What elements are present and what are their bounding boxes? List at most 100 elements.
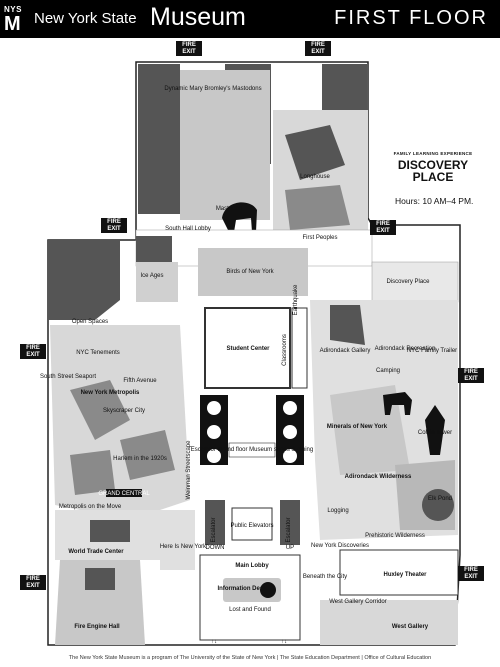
label-elk-pond: Elk Pond bbox=[428, 496, 452, 502]
label-student-center: Student Center bbox=[226, 346, 270, 352]
label-escalator-right: Escalator bbox=[286, 517, 292, 542]
label-mastodon: Mastodon bbox=[216, 206, 242, 212]
label-huxley: Huxley Theater bbox=[383, 572, 427, 578]
birds-gallery bbox=[198, 248, 308, 296]
wtc-dark bbox=[90, 520, 130, 542]
discovery-tagline: FAMILY LEARNING EXPERIENCE bbox=[393, 151, 473, 156]
label-here-is-ny: Here Is New York bbox=[160, 544, 207, 550]
label-harlem: Harlem in the 1920s bbox=[113, 456, 167, 462]
label-skyscraper-city: Skyscraper City bbox=[103, 408, 145, 414]
label-beneath-city: Beneath the City bbox=[303, 574, 347, 580]
student-center-room bbox=[204, 307, 291, 389]
metropolis-blocks bbox=[70, 380, 175, 495]
west-dark-block bbox=[48, 240, 120, 320]
escalator-right bbox=[280, 500, 300, 545]
logo-m: M bbox=[4, 13, 21, 35]
label-birds: Birds of New York bbox=[226, 269, 274, 275]
title-part2: Museum bbox=[150, 3, 246, 31]
elk-pond-circle bbox=[422, 489, 454, 521]
stairs-icon-left: ↑↓ bbox=[211, 639, 217, 645]
logo-nys: NYS bbox=[4, 5, 22, 14]
label-dynamic-mastodon: Dynamic Mary Bromley's Mastodons bbox=[164, 86, 261, 92]
label-longhouse: Longhouse bbox=[300, 174, 330, 180]
accessible-icon-left bbox=[207, 401, 221, 415]
label-nyc-tenements: NYC Tenements bbox=[76, 350, 120, 356]
label-adirondack-gallery: Adirondack Gallery bbox=[320, 348, 371, 354]
fire-exit-west: FIRE EXIT bbox=[20, 344, 46, 359]
fire-exit-mid-left: FIRE EXIT bbox=[101, 218, 127, 233]
label-ice-ages: Ice Ages bbox=[140, 273, 163, 279]
fire-exit-southwest: FIRE EXIT bbox=[20, 575, 46, 590]
label-family-trailer: NYC Family Trailer bbox=[407, 348, 457, 354]
ice-ages-room bbox=[136, 262, 178, 302]
label-info-desk: Information Desk bbox=[217, 586, 267, 592]
moose-figure bbox=[383, 392, 412, 415]
dark-room-west bbox=[136, 236, 172, 262]
grand-central-sign bbox=[106, 489, 142, 497]
label-prehistoric: Prehistoric Wilderness bbox=[365, 533, 425, 539]
label-up: UP bbox=[286, 545, 294, 551]
discovery-place-room bbox=[371, 261, 459, 303]
label-main-lobby: Main Lobby bbox=[235, 563, 269, 569]
label-adirondack-recreation: Adirondack Recreation bbox=[375, 346, 436, 352]
discovery-title-line1: DISCOVERY bbox=[397, 158, 469, 172]
west-gallery-room bbox=[320, 600, 458, 645]
family-restroom-icon-right bbox=[283, 449, 297, 463]
label-logging: Logging bbox=[327, 508, 348, 514]
floor-map: Dynamic Mary Bromley's Mastodons Longhou… bbox=[40, 61, 461, 646]
fire-engine-vehicle bbox=[85, 568, 115, 590]
label-adirondack-wilderness: Adirondack Wilderness bbox=[345, 474, 412, 480]
elevator-block bbox=[231, 507, 273, 541]
label-escalator-left: Escalator bbox=[211, 517, 217, 542]
stairs-icon-right: ↑↓ bbox=[281, 639, 287, 645]
mastodon-figure bbox=[222, 202, 257, 232]
label-classrooms: Classrooms bbox=[282, 334, 288, 366]
colvin-tower bbox=[425, 405, 445, 455]
label-public-elevators: Public Elevators bbox=[230, 523, 273, 529]
label-metropolis: New York Metropolis bbox=[81, 390, 140, 396]
label-wtc: World Trade Center bbox=[68, 549, 124, 555]
accessible-icon-right bbox=[283, 401, 297, 415]
first-peoples-area bbox=[285, 185, 350, 230]
label-fifth-avenue: Fifth Avenue bbox=[123, 378, 157, 384]
label-grand-central: GRAND CENTRAL bbox=[98, 491, 150, 497]
label-west-gallery-corridor: West Gallery Corridor bbox=[329, 599, 387, 605]
restroom-icon-left bbox=[207, 425, 221, 439]
label-escalator-note: Escalator to 2nd floor Museum shops & di… bbox=[191, 447, 313, 453]
label-discovery-place: Discovery Place bbox=[386, 279, 430, 285]
label-minerals: Minerals of New York bbox=[327, 424, 388, 430]
label-south-hall-lobby: South Hall Lobby bbox=[165, 226, 211, 232]
label-seaport: South Street Seaport bbox=[40, 374, 96, 380]
fire-exit-east: FIRE EXIT bbox=[458, 368, 484, 383]
restroom-icon-right bbox=[283, 425, 297, 439]
label-metropolis-on-the-move: Metropolis on the Move bbox=[59, 504, 122, 510]
adirondack-gallery-dark bbox=[330, 305, 365, 345]
discovery-title: DISCOVERY PLACE bbox=[378, 159, 488, 183]
label-lost-found: Lost and Found bbox=[229, 607, 271, 613]
label-down: DOWN bbox=[206, 545, 225, 551]
family-restroom-icon-left bbox=[207, 449, 221, 463]
fire-exit-mid-right: FIRE EXIT bbox=[370, 220, 396, 235]
north-left-gallery bbox=[138, 64, 180, 214]
title-part1: New York State bbox=[34, 10, 137, 27]
classrooms-strip bbox=[291, 307, 308, 389]
discovery-title-line2: PLACE bbox=[412, 170, 454, 184]
escalator-left bbox=[205, 500, 225, 545]
label-fire-engine-hall: Fire Engine Hall bbox=[74, 624, 120, 630]
label-west-gallery: West Gallery bbox=[392, 624, 429, 630]
here-is-ny-room bbox=[160, 510, 195, 570]
huxley-theater-room bbox=[339, 549, 459, 596]
label-open-spaces: Open Spaces bbox=[72, 319, 108, 325]
label-colvin-tower: Colvin Tower bbox=[418, 430, 452, 436]
mastodon-room bbox=[180, 70, 270, 220]
fire-exit-southeast: FIRE EXIT bbox=[458, 566, 484, 581]
info-icon bbox=[260, 582, 276, 598]
label-weinman: Weinman Streetscape bbox=[186, 440, 192, 500]
fire-exit-north-right: FIRE EXIT bbox=[305, 41, 331, 56]
label-earthquake: Earthquake bbox=[293, 284, 299, 315]
footer-text: The New York State Museum is a program o… bbox=[68, 655, 432, 661]
label-first-peoples: First Peoples bbox=[302, 235, 337, 241]
fire-exit-north-left: FIRE EXIT bbox=[176, 41, 202, 56]
discovery-hours: Hours: 10 AM–4 PM. bbox=[395, 196, 474, 206]
label-ny-discoveries: New York Discoveries bbox=[311, 543, 369, 549]
